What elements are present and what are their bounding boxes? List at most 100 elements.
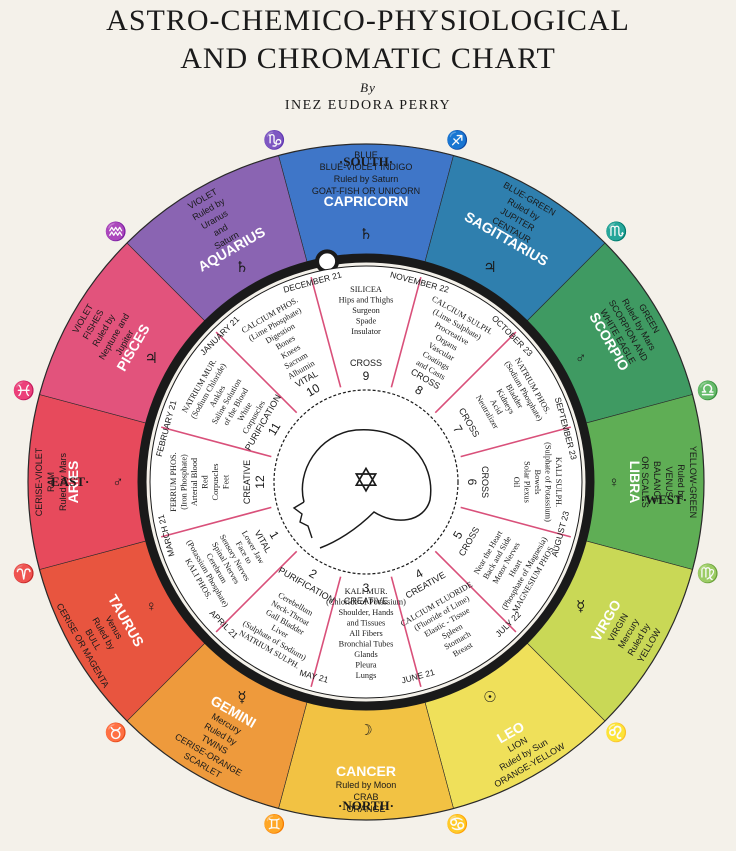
segment-text: Feet <box>222 474 231 489</box>
direction-labels: ·SOUTH··NORTH··EAST··WEST· <box>47 154 687 813</box>
by-label: By <box>360 80 376 95</box>
sign-text: ORANGE <box>346 804 385 814</box>
ruler-glyph-icon: ☿ <box>576 599 585 615</box>
sign-text: GOAT-FISH OR UNICORN <box>312 186 420 196</box>
segment-text: Insulator <box>351 327 381 336</box>
inner-segment-9: SILICEA Hips and ThighsSurgeonSpadeInsula… <box>339 285 394 383</box>
inner-segment-12: FERRUM PHOS.(Iron Phosphate)Arterial Blo… <box>169 452 267 511</box>
sign-text: BLUE-VIOLET INDIGO <box>320 162 413 172</box>
author-name: INEZ EUDORA PERRY <box>284 98 452 113</box>
sign-text: Ruled by <box>676 464 686 500</box>
segment-divider <box>310 277 342 388</box>
sign-text: VENUS <box>664 466 674 497</box>
sign-text: Ruled by Mars <box>58 452 68 511</box>
sign-glyph-icon-capricorn: ♑ <box>263 129 285 150</box>
center-emblem: ✡ <box>273 389 459 575</box>
segment-text: Red <box>201 474 210 488</box>
head-profile <box>301 429 432 549</box>
segment-text: (Sulphate of Potassium) <box>544 442 553 522</box>
segment-divider <box>215 550 298 633</box>
ruler-glyph-icon: ♀ <box>608 475 619 491</box>
ruler-glyph-icon: ♀ <box>146 599 157 615</box>
sign-glyph-icon-aquarius: ♒ <box>104 221 126 242</box>
segment-divider <box>161 506 272 538</box>
sign-label-capricorn: BLUE BLUE-VIOLET INDIGO Ruled by SaturnGOA… <box>312 150 420 209</box>
segment-number: 6 <box>465 479 479 486</box>
sign-glyph-icon-scorpio: ♏ <box>605 221 627 242</box>
sign-text: YELLOW-GREEN <box>688 446 698 518</box>
segment-text: (Chloride of Potassium) <box>326 598 406 607</box>
segment-number: 9 <box>363 369 370 383</box>
segment-divider <box>390 576 422 687</box>
segment-text: Hips and Thighs <box>339 296 394 305</box>
segment-text: Lungs <box>356 671 377 680</box>
sign-glyph-icon-pisces: ♓ <box>13 379 35 400</box>
inner-segment-6: KALI SULPH.(Sulphate of Potassium)Bowels… <box>465 442 563 522</box>
segment-text: Bronchial Tubes <box>339 640 394 649</box>
sign-name: ARIES <box>65 461 81 504</box>
segment-text: Solar Plexus <box>523 461 532 503</box>
segment-text: (Iron Phosphate) <box>180 454 189 510</box>
segment-text: Arterial Blood <box>190 457 199 506</box>
sign-name: CAPRICORN <box>324 193 409 209</box>
ruler-glyph-icon: ♃ <box>144 351 157 367</box>
segment-divider <box>161 426 272 458</box>
segment-text: Oil <box>512 477 521 488</box>
segment-number: 10 <box>304 381 323 400</box>
ruler-glyph-icon: ☉ <box>483 690 496 706</box>
sign-text: CERISE-VIOLET <box>34 447 44 516</box>
segment-text: Bowels <box>533 470 542 495</box>
ruler-glyph-icon: ♄ <box>359 227 372 243</box>
segment-text: Shoulder, Hands <box>339 608 394 617</box>
segment-divider <box>434 331 517 414</box>
sign-text: BLUE <box>354 150 378 160</box>
ruler-glyph-icon: ☿ <box>237 690 246 706</box>
sign-glyph-icon-leo: ♌ <box>605 721 627 742</box>
segment-divider <box>460 506 571 538</box>
sign-text: Ruled by Saturn <box>334 174 399 184</box>
segment-text: and Tissues <box>347 619 386 628</box>
segment-text: Corpuscles <box>211 464 220 501</box>
ruler-glyph-icon: ☽ <box>359 723 372 739</box>
sign-glyph-icon-sagittarius: ♐ <box>446 129 468 150</box>
segment-number: 12 <box>253 475 267 489</box>
segment-text: All Fibers <box>349 629 382 638</box>
title-line-1: ASTRO-CHEMICO-PHYSIOLOGICAL <box>106 4 630 37</box>
segment-text: Surgeon <box>352 306 380 315</box>
sign-text: BALANCE <box>652 461 662 503</box>
sign-text: CRAB <box>353 792 378 802</box>
sign-text: Ruled by Moon <box>336 780 397 790</box>
outer-color-ring <box>27 143 705 821</box>
sign-glyph-icon-cancer: ♋ <box>446 813 468 834</box>
segment-number: 3 <box>363 581 370 595</box>
cross-label: CREATIVE <box>242 460 252 504</box>
sign-name: LIBRA <box>627 461 643 504</box>
face-profile <box>292 501 313 539</box>
segment-divider <box>434 550 517 633</box>
segment-text: Pleura <box>355 661 377 670</box>
ruler-glyph-icon: ♂ <box>575 351 586 367</box>
sign-glyph-icon-virgo: ♍ <box>697 563 719 584</box>
direction-west: ·WEST· <box>641 492 687 507</box>
segment-divider <box>460 426 571 458</box>
segment-text: KALI MUR. <box>345 587 388 596</box>
segment-text: Spade <box>356 317 377 326</box>
sign-name: CANCER <box>336 763 396 779</box>
sign-text: OR SCALES <box>640 456 650 508</box>
segment-divider <box>215 331 298 414</box>
direction-south: ·SOUTH· <box>339 154 393 169</box>
star-of-david-icon: ✡ <box>352 462 381 500</box>
ruler-glyph-icon: ♃ <box>483 260 496 276</box>
segment-text: SILICEA <box>350 285 382 294</box>
cross-label: CROSS <box>480 466 490 498</box>
cross-label: CROSS <box>350 358 382 368</box>
direction-north: ·NORTH· <box>338 798 394 813</box>
segment-divider <box>310 576 342 687</box>
